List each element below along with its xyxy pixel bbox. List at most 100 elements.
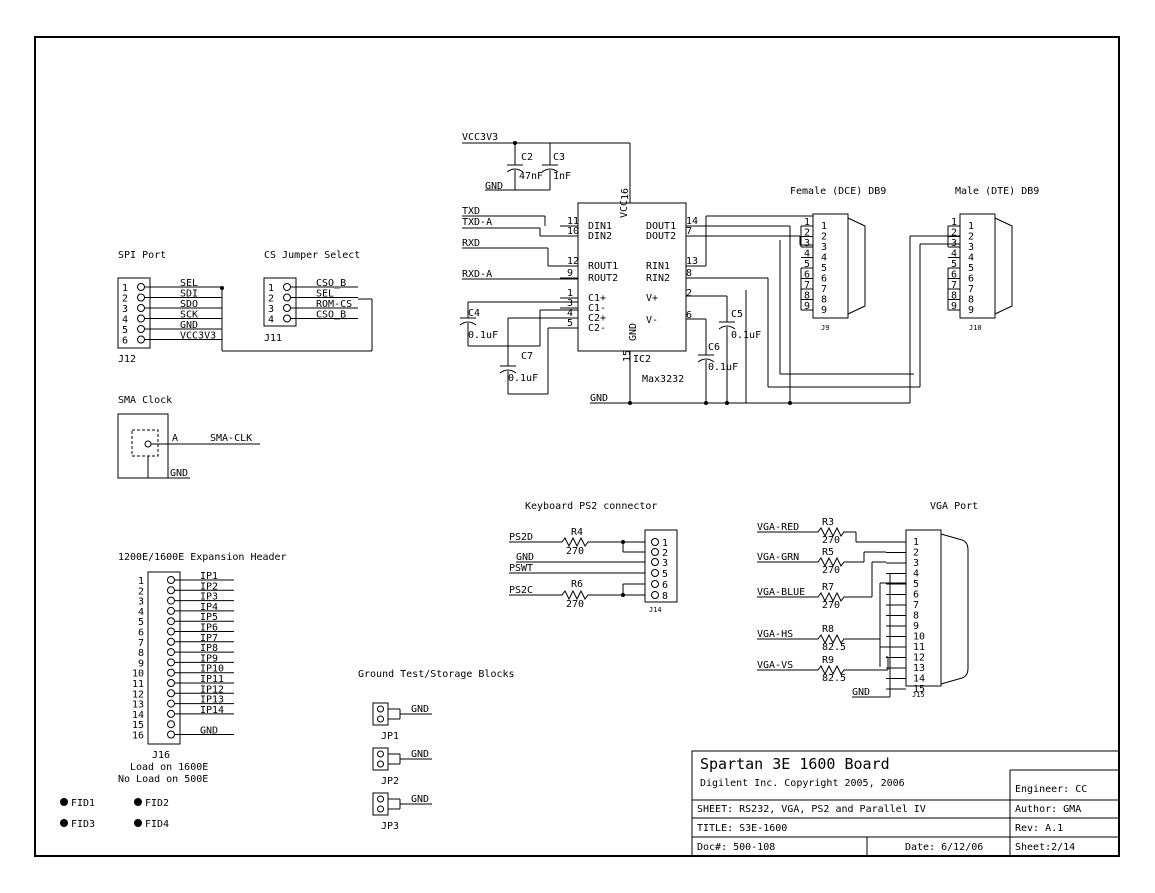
j10-pin: 5 xyxy=(968,263,974,274)
title-block: Spartan 3E 1600 Board Digilent Inc. Copy… xyxy=(691,750,1120,857)
j9-pin: 2 xyxy=(821,232,827,243)
vga-res-ref: R8 xyxy=(822,624,834,635)
ic-left-pin-num: 3 xyxy=(567,298,573,309)
engineer: Engineer: CC xyxy=(1015,784,1087,795)
j9-pin: 3 xyxy=(821,242,827,253)
sheet-number: Sheet:2/14 xyxy=(1015,842,1075,853)
exp-pin-num: 9 xyxy=(138,658,144,669)
ic-right-pin-num: 8 xyxy=(686,268,692,279)
vga-ref: J15 xyxy=(912,691,925,699)
rs232-section: VCC3V3 C2 47nF C3 1nF GND IC2 Max3232 VC… xyxy=(459,132,1039,405)
j10-pin: 4 xyxy=(968,253,974,264)
fid1: FID1 xyxy=(71,798,95,809)
j10-pin: 1 xyxy=(968,221,974,232)
exp-pin-num: 11 xyxy=(132,679,144,690)
exp-signal: IP10 xyxy=(200,664,224,675)
ic-left-pin: ROUT2 xyxy=(588,273,618,284)
ps2-pin: 8 xyxy=(662,591,668,602)
exp-pin-num: 8 xyxy=(138,648,144,659)
exp-pin-num: 1 xyxy=(138,576,144,587)
exp-pin-num: 2 xyxy=(138,586,144,597)
exp-signal: IP2 xyxy=(200,581,218,592)
ic-right-pin-num: 2 xyxy=(686,288,692,299)
ic-right-pin: DOUT1 xyxy=(646,221,676,232)
revision: Rev: A.1 xyxy=(1015,823,1063,834)
ic-right-pin: RIN2 xyxy=(646,273,670,284)
vga-res-ref: R7 xyxy=(822,582,834,593)
fid3: FID3 xyxy=(71,819,95,830)
ic-left-pin-num: 10 xyxy=(567,226,579,237)
net-rxd-a: RXD-A xyxy=(462,269,492,280)
ps2-pin: 5 xyxy=(662,569,668,580)
jumper-ref: JP3 xyxy=(381,821,399,832)
exp-note2: No Load on 500E xyxy=(118,774,208,785)
ps2-net-gnd: GND xyxy=(516,552,534,563)
exp-signal: IP11 xyxy=(200,674,224,685)
exp-signal: IP4 xyxy=(200,602,218,613)
sma-pin: A xyxy=(172,433,178,444)
c4-val: 0.1uF xyxy=(468,330,498,341)
exp-signal: IP7 xyxy=(200,633,218,644)
vga-net: VGA-HS xyxy=(757,629,793,640)
j9-pin-outer: 7 xyxy=(804,280,810,291)
j9-pin-outer: 5 xyxy=(804,259,810,270)
gnd-top: GND xyxy=(485,181,503,192)
j9-pin-outer: 9 xyxy=(804,301,810,312)
spi-signal: GND xyxy=(180,320,198,331)
j10-pin-outer: 2 xyxy=(951,228,957,239)
c3-val: 1nF xyxy=(553,171,571,182)
net-txd: TXD xyxy=(462,206,480,217)
vga-res-val: 270 xyxy=(822,535,840,546)
author: Author: GMA xyxy=(1015,804,1081,815)
cs-pin-num: 4 xyxy=(268,315,274,326)
cs-jumper-title: CS Jumper Select xyxy=(264,250,360,261)
vga-pin: 14 xyxy=(913,674,925,685)
ic-right-pin-num: 6 xyxy=(686,310,692,321)
c2-ref: C2 xyxy=(521,152,533,163)
j10-pin-outer: 5 xyxy=(951,259,957,270)
cs-signal: SEL xyxy=(316,289,334,300)
ic-right-pin: RIN1 xyxy=(646,261,670,272)
company: Digilent Inc. Copyright 2005, 2006 xyxy=(700,778,905,789)
j10-ref: J10 xyxy=(969,324,982,332)
j9-pin-outer: 4 xyxy=(804,249,810,260)
ps2-pin: 6 xyxy=(662,580,668,591)
vga-net: VGA-RED xyxy=(757,522,799,533)
ic-left-pin: DIN1 xyxy=(588,221,612,232)
exp-signal: IP13 xyxy=(200,695,224,706)
title-label: TITLE: S3E-1600 xyxy=(697,823,787,834)
c7-ref: C7 xyxy=(521,351,533,362)
j10-pin: 7 xyxy=(968,284,974,295)
vga-pin: 10 xyxy=(913,632,925,643)
spi-ref: J12 xyxy=(118,354,136,365)
vga-gnd: GND xyxy=(852,687,870,698)
jumper-ref: JP1 xyxy=(381,731,399,742)
exp-pin-num: 6 xyxy=(138,628,144,639)
exp-pin-num: 16 xyxy=(132,731,144,742)
vga-res-val: 82.5 xyxy=(822,642,846,653)
vga-pin: 5 xyxy=(913,579,919,590)
vga-pin: 1 xyxy=(913,537,919,548)
ps2-net-clk: PS2C xyxy=(509,585,533,596)
j10-pin-outer: 8 xyxy=(951,291,957,302)
gnd-pin-num: 15 xyxy=(622,350,633,362)
ic-left-pin-num: 9 xyxy=(567,268,573,279)
exp-signal: IP8 xyxy=(200,643,218,654)
vga-pin: 7 xyxy=(913,600,919,611)
jumper-gnd: GND xyxy=(411,794,429,805)
j10-pin: 2 xyxy=(968,232,974,243)
j10-pin-outer: 4 xyxy=(951,249,957,260)
spi-pin-num: 5 xyxy=(122,325,128,336)
ps2-pin: 2 xyxy=(662,548,668,559)
ic-left-pin: C1+ xyxy=(588,293,606,304)
spi-signal: VCC3V3 xyxy=(180,331,216,342)
vga-pin: 11 xyxy=(913,642,925,653)
sma-clock: SMA Clock A SMA-CLK GND xyxy=(117,395,260,479)
j10-pin-outer: 9 xyxy=(951,301,957,312)
ps2-pin: 3 xyxy=(662,558,668,569)
vga-pin: 9 xyxy=(913,621,919,632)
net-rxd: RXD xyxy=(462,238,480,249)
j9-pin-outer: 1 xyxy=(804,217,810,228)
